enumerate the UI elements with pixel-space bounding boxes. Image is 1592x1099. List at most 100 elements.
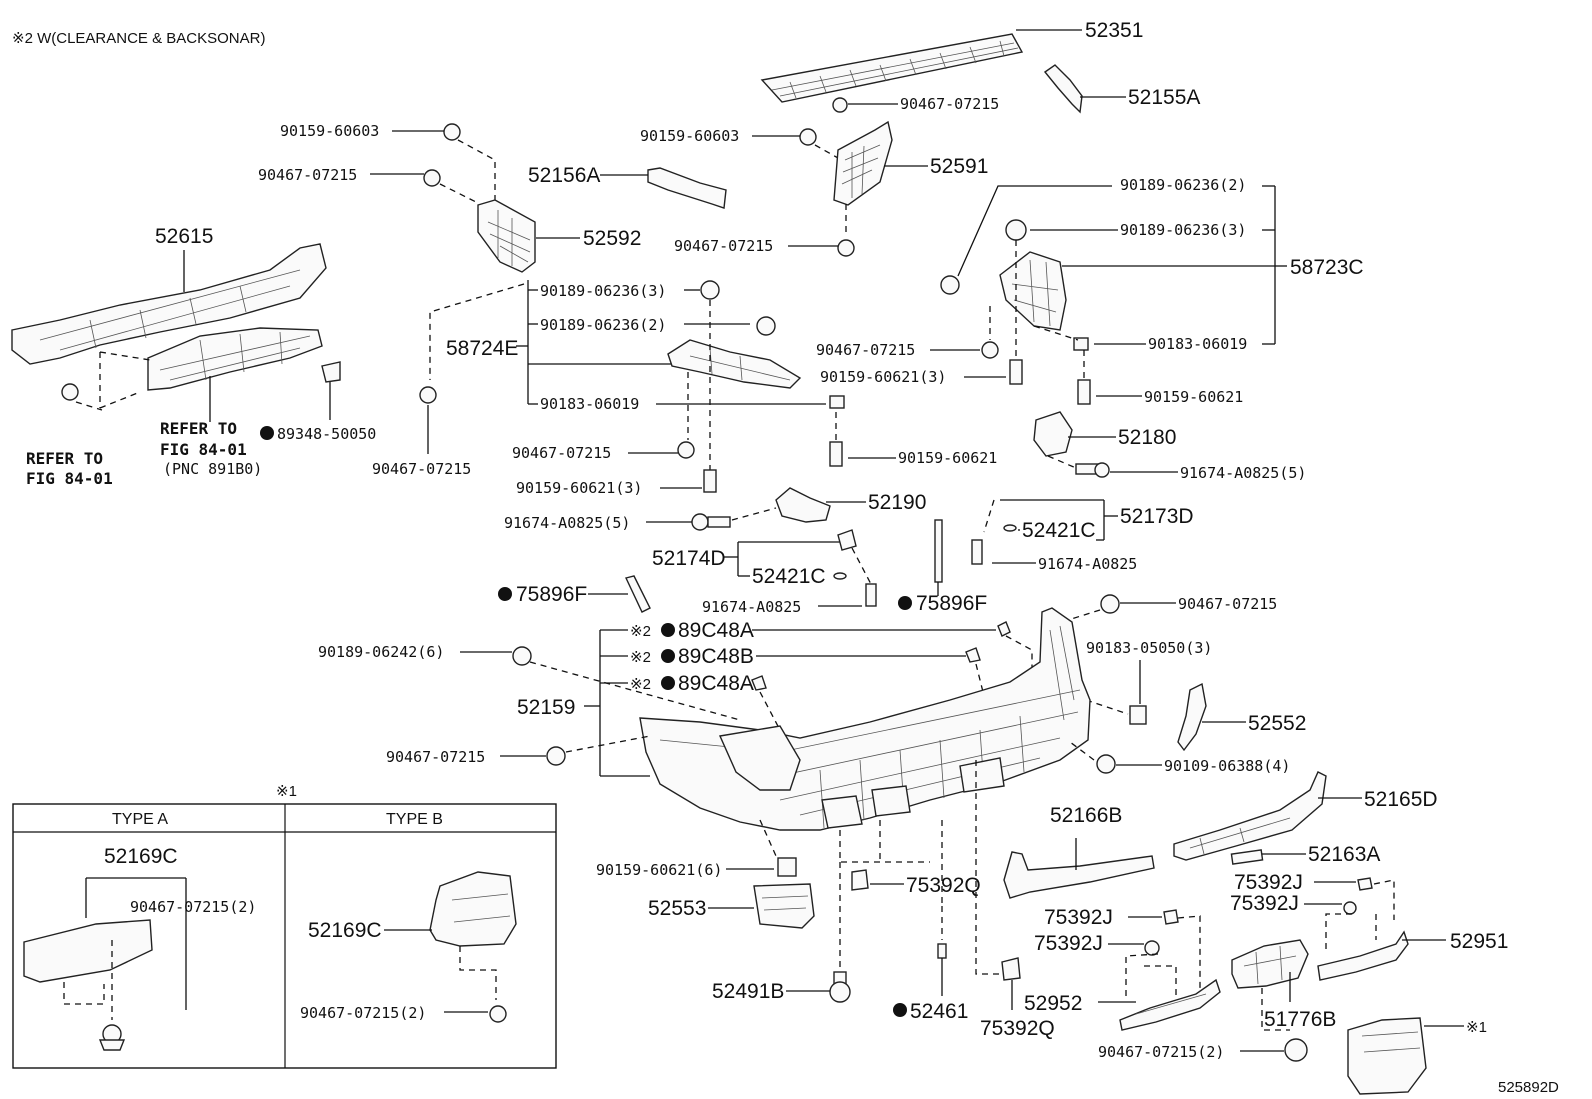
- part-52163A[interactable]: [1230, 849, 1264, 865]
- label-91674-d[interactable]: 91674-A0825: [702, 598, 801, 616]
- clip-icon: [419, 386, 437, 404]
- label-90183-a[interactable]: 90183-06019: [540, 395, 639, 413]
- label-52190[interactable]: 52190: [868, 491, 926, 514]
- label-75896F-b[interactable]: 75896F: [916, 592, 987, 615]
- label-52155A[interactable]: 52155A: [1128, 86, 1200, 109]
- part-58723C[interactable]: [999, 251, 1067, 331]
- label-52615[interactable]: 52615: [155, 225, 213, 248]
- part-52155A[interactable]: [1043, 64, 1083, 114]
- label-89348[interactable]: 89348-50050: [277, 425, 376, 443]
- label-90189-b[interactable]: 90189-06236(3): [1120, 221, 1246, 239]
- label-90159-c[interactable]: 90159-60621(3): [820, 368, 946, 386]
- label-90109[interactable]: 90109-06388(4): [1164, 757, 1290, 775]
- label-89C48A-a[interactable]: 89C48A: [678, 619, 754, 642]
- label-58723C[interactable]: 58723C: [1290, 256, 1364, 279]
- mark-c: ※2: [630, 676, 651, 693]
- label-52351[interactable]: 52351: [1085, 19, 1143, 42]
- label-52552[interactable]: 52552: [1248, 712, 1306, 735]
- inset-b-cover[interactable]: [429, 871, 517, 947]
- bumper-cover[interactable]: [639, 607, 1091, 831]
- label-91674-a[interactable]: 91674-A0825(5): [1180, 464, 1306, 482]
- label-89C48B[interactable]: 89C48B: [678, 645, 754, 668]
- label-90189-a[interactable]: 90189-06236(2): [1120, 176, 1246, 194]
- label-51776B[interactable]: 51776B: [1264, 1008, 1336, 1031]
- label-52461[interactable]: 52461: [910, 1000, 968, 1023]
- part-75896F-a[interactable]: [625, 575, 651, 613]
- label-90159-g[interactable]: 90159-60621(6): [596, 861, 722, 879]
- label-90183-c[interactable]: 90183-05050(3): [1086, 639, 1212, 657]
- label-52591[interactable]: 52591: [930, 155, 988, 178]
- inset-a-fastener-label[interactable]: 90467-07215(2): [130, 898, 256, 916]
- label-90467-e[interactable]: 90467-07215: [372, 460, 471, 478]
- part-52592[interactable]: [477, 199, 536, 273]
- label-52491B[interactable]: 52491B: [712, 980, 784, 1003]
- label-52156A[interactable]: 52156A: [528, 164, 600, 187]
- part-75896F-b[interactable]: [934, 519, 943, 583]
- label-90159-d[interactable]: 90159-60621: [1144, 388, 1243, 406]
- label-90159-b[interactable]: 90159-60603: [640, 127, 739, 145]
- inset-a-trim[interactable]: [23, 919, 153, 983]
- label-75392J-d[interactable]: 75392J: [1034, 932, 1103, 955]
- inset-b-part-label[interactable]: 52169C: [308, 919, 382, 942]
- label-52951[interactable]: 52951: [1450, 930, 1508, 953]
- label-52421C-b[interactable]: 52421C: [752, 565, 826, 588]
- label-52173D[interactable]: 52173D: [1120, 505, 1194, 528]
- label-52180[interactable]: 52180: [1118, 426, 1176, 449]
- label-75392Q-a[interactable]: 75392Q: [906, 874, 981, 897]
- part-52166B[interactable]: [1003, 851, 1155, 899]
- label-91674-c[interactable]: 91674-A0825: [1038, 555, 1137, 573]
- label-90189-e[interactable]: 90189-06242(6): [318, 643, 444, 661]
- label-52166B[interactable]: 52166B: [1050, 804, 1122, 827]
- inset-a-part-label[interactable]: 52169C: [104, 845, 178, 868]
- part-52165D[interactable]: [1173, 771, 1327, 861]
- bolt-head-icon: [829, 981, 851, 1003]
- label-58724E[interactable]: 58724E: [446, 337, 518, 360]
- label-90183-b[interactable]: 90183-06019: [1148, 335, 1247, 353]
- label-52163A[interactable]: 52163A: [1308, 843, 1380, 866]
- part-mark1-cover[interactable]: [1347, 1017, 1427, 1095]
- part-52156A[interactable]: [647, 167, 727, 209]
- label-52159[interactable]: 52159: [517, 696, 575, 719]
- label-52952[interactable]: 52952: [1024, 992, 1082, 1015]
- label-90467-d[interactable]: 90467-07215: [816, 341, 915, 359]
- label-90467-i[interactable]: 90467-07215(2): [1098, 1043, 1224, 1061]
- label-90159-e[interactable]: 90159-60621: [898, 449, 997, 467]
- part-52951[interactable]: [1317, 930, 1409, 981]
- label-90467-f[interactable]: 90467-07215: [512, 444, 611, 462]
- part-52552[interactable]: [1177, 682, 1207, 752]
- label-90467-h[interactable]: 90467-07215: [386, 748, 485, 766]
- part-52591[interactable]: [833, 120, 893, 206]
- label-75392J-b[interactable]: 75392J: [1230, 892, 1299, 915]
- label-75392Q-b[interactable]: 75392Q: [980, 1017, 1055, 1040]
- label-75896F-a[interactable]: 75896F: [516, 583, 587, 606]
- label-90189-c[interactable]: 90189-06236(3): [540, 282, 666, 300]
- part-51776B[interactable]: [1231, 939, 1309, 989]
- label-91674-b[interactable]: 91674-A0825(5): [504, 514, 630, 532]
- label-75392J-c[interactable]: 75392J: [1044, 906, 1113, 929]
- label-90467-g[interactable]: 90467-07215: [1178, 595, 1277, 613]
- label-90467-c[interactable]: 90467-07215: [674, 237, 773, 255]
- part-52351[interactable]: [760, 33, 1024, 103]
- label-52174D[interactable]: 52174D: [652, 547, 726, 570]
- label-90189-d[interactable]: 90189-06236(2): [540, 316, 666, 334]
- part-52180[interactable]: [1033, 411, 1073, 457]
- label-52553[interactable]: 52553: [648, 897, 706, 920]
- label-89C48A-b[interactable]: 89C48A: [678, 672, 754, 695]
- part-52190[interactable]: [775, 487, 831, 523]
- label-90159-a[interactable]: 90159-60603: [280, 122, 379, 140]
- part-52615[interactable]: [11, 243, 327, 365]
- label-90467-a[interactable]: 90467-07215: [900, 95, 999, 113]
- part-89348-50050[interactable]: [321, 361, 341, 383]
- part-52952[interactable]: [1119, 978, 1221, 1031]
- label-75392J-a[interactable]: 75392J: [1234, 871, 1303, 894]
- part-58724E[interactable]: [667, 339, 802, 389]
- label-90159-f[interactable]: 90159-60621(3): [516, 479, 642, 497]
- label-52592[interactable]: 52592: [583, 227, 641, 250]
- part-52174D[interactable]: [837, 529, 857, 551]
- inset-b-fastener-label[interactable]: 90467-07215(2): [300, 1004, 426, 1022]
- part-52553[interactable]: [753, 883, 815, 929]
- label-52421C-a[interactable]: 52421C: [1022, 519, 1096, 542]
- label-90467-b[interactable]: 90467-07215: [258, 166, 357, 184]
- part-52461[interactable]: [937, 943, 947, 959]
- label-52165D[interactable]: 52165D: [1364, 788, 1438, 811]
